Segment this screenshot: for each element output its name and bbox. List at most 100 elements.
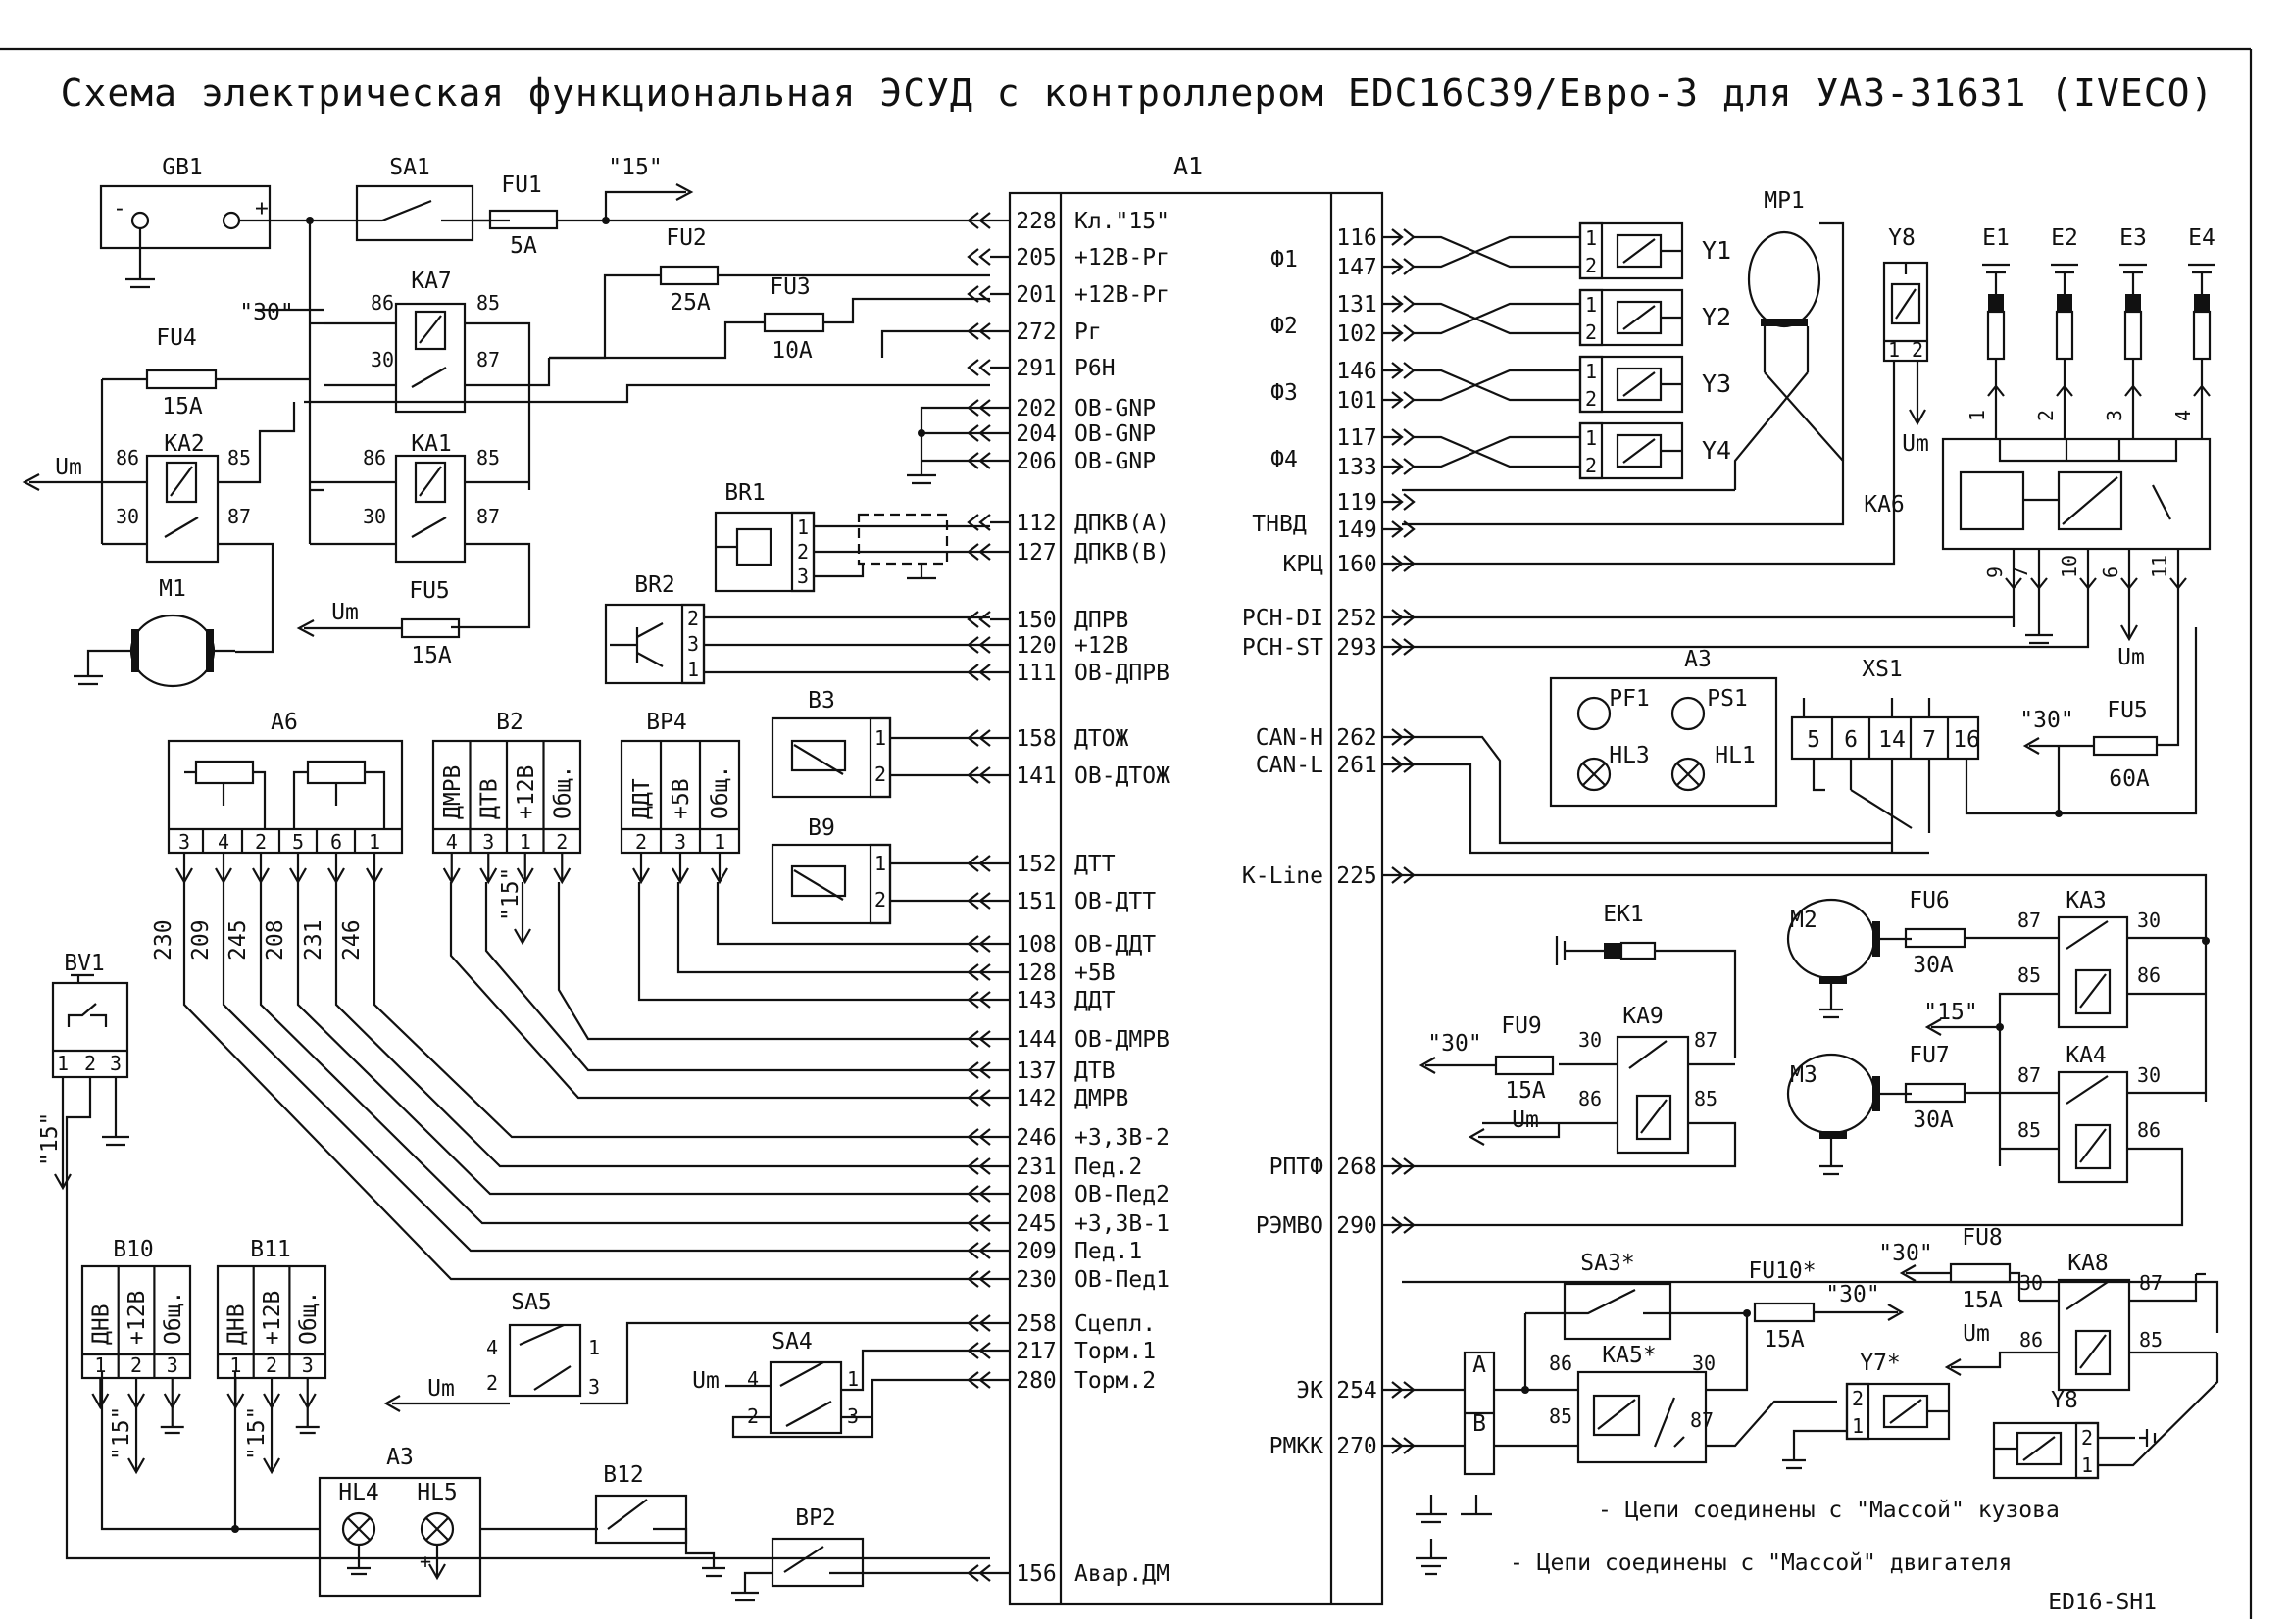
fuse-fu7: FU7 30A [1904,1043,2059,1133]
injector-label-y1: Y1 [1702,236,1731,265]
injector-pins-y1 [1578,221,1604,280]
bp4-pin: 3 [674,830,686,854]
ka6-label: KA6 [1864,492,1905,517]
a1-right-signal-252: PCH-DI [1242,606,1323,631]
a1-left-pin-291: 291 [1016,356,1057,381]
connector-arrow [967,514,991,531]
fu8-rating: 15A [1962,1288,2003,1313]
a1-left-pin-202: 202 [1016,396,1057,421]
a1-left-pin-127: 127 [1016,540,1057,566]
a6-wire-number: 230 [151,919,176,960]
ka1-label: KA1 [411,431,452,457]
a1-left-pin-204: 204 [1016,421,1057,447]
glow-plug-pin: 3 [2103,410,2126,421]
a1-right-signal-268: РПТФ [1269,1155,1324,1180]
b12-label: B12 [603,1462,644,1488]
ka7-86: 86 [371,291,394,315]
b10-ground [160,1407,184,1435]
a1-left-signal-205: +12В-Рг [1074,245,1170,271]
a1-left-pin-208: 208 [1016,1182,1057,1207]
ka1-30: 30 [363,505,386,528]
fu9-um: Um [1512,1107,1539,1133]
b2-col-label: +12В [514,765,539,819]
ka1-86: 86 [363,446,386,469]
y7-p1: 1 [1852,1414,1864,1438]
switch-sa4: SA4 4 2 1 3 Um [692,1329,990,1439]
ka8-30: 30 [2019,1271,2043,1295]
glow-plug-wire [2056,359,2073,439]
br1-p1: 1 [797,516,809,539]
glow-plug-pin: 1 [1966,410,1989,421]
m1-label: M1 [159,576,186,602]
wire-290 [1402,1280,2219,1333]
valve-y8-top: Y8 1 2 Um [1402,225,1929,566]
a1-right-pin-116: 116 [1336,225,1377,251]
ka3-87: 87 [2017,909,2041,932]
fuse-fu8: FU8 15A "30" Um [1878,1225,2021,1376]
glow-plug-wire [1987,359,2005,439]
a6-lead [175,853,193,885]
relay-ka9: KA9 30 87 86 85 [1402,1004,1737,1168]
a1-left-pin-228: 228 [1016,209,1057,234]
connector-arrow [1391,493,1416,511]
legend-engine: - Цепи соединены с "Массой" двигателя [1510,1550,2012,1576]
br2-p2: 2 [687,607,699,630]
b10-lead [127,1378,146,1410]
motor-m3: M3 [1786,1053,1912,1176]
a6-pin: 3 [178,830,190,854]
xs1-pin: 7 [1922,727,1936,753]
pf1-label: PF1 [1609,686,1650,712]
a1-left-pin-156: 156 [1016,1561,1057,1587]
a1-right-pin-102: 102 [1336,321,1377,347]
a1-right-pin-268: 268 [1336,1155,1377,1180]
b10-15-lead [127,1407,146,1475]
a6-pin: 2 [255,830,267,854]
hl3-label: HL3 [1609,743,1650,768]
sa5-p1: 1 [588,1336,600,1359]
b2-lead [553,853,572,885]
fu8-30: "30" [1878,1241,1932,1266]
injector-pin: 2 [1585,454,1597,477]
a3l-label: A3 [386,1445,414,1470]
a1-left-signal-158: ДТОЖ [1074,726,1129,752]
bv1-p2: 2 [84,1052,96,1075]
fuse-fu4: FU4 15A [100,325,310,544]
ka9-85: 85 [1694,1087,1718,1110]
b2-col-label: ДМРВ [440,765,466,819]
a1-left-signal-108: ОВ-ДДТ [1074,932,1156,958]
fuse-fu6: FU6 30A [1904,888,2059,978]
ka9-30: 30 [1578,1028,1602,1052]
xs1-pin: 5 [1807,727,1820,753]
ka4-85: 85 [2017,1118,2041,1142]
a6-pin: 5 [292,830,304,854]
ka4-15-arrow [1924,1018,1942,1036]
bp4-lead [711,853,728,885]
gb1-plus: + [255,196,269,221]
a1-left-pin-128: 128 [1016,960,1057,986]
injector-pins-y3 [1578,355,1604,414]
br2-label: BR2 [634,572,675,598]
glow-plug-top [2051,263,2078,294]
b10-col-label: +12В [124,1291,150,1345]
a1-left-pin-258: 258 [1016,1311,1057,1337]
hl5-label: HL5 [417,1480,458,1505]
a1-left-signal-128: +5В [1074,960,1116,986]
valve-y8-bottom: Y8 2 1 [1992,1353,2219,1480]
fuse-fu1: FU1 5A "15" [473,155,990,259]
fuse-fu5b: FU5 60A "30" [2019,698,2159,817]
a1-left-signal-272: Рг [1074,320,1102,345]
ka6-pin-num: 10 [2058,555,2081,578]
sa5-um: Um [427,1376,455,1402]
sensor-b9: B9 1 2 [771,815,990,925]
b2-pin: 1 [520,830,531,854]
b2-col-label: ДТВ [476,778,502,819]
a1-right-pin-149: 149 [1336,517,1377,543]
a1-left-signal-280: Торм.2 [1074,1368,1156,1394]
a1-left-pin-201: 201 [1016,282,1057,308]
injector-pin: 2 [1585,387,1597,411]
